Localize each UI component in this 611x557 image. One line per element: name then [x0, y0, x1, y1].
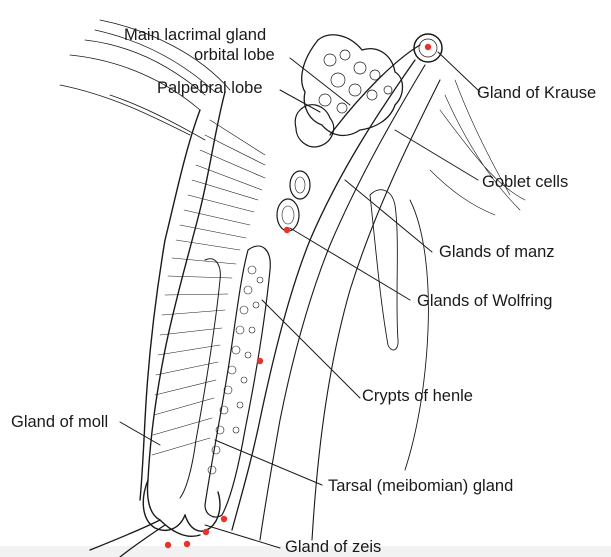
glands-of-wolfring-shape — [277, 171, 310, 231]
marker-dot — [165, 542, 171, 548]
label-glands-of-wolfring: Glands of Wolfring — [417, 292, 552, 311]
tarsal-gland-outline — [205, 246, 270, 517]
marker-dot — [184, 541, 190, 547]
marker-dot — [221, 516, 227, 522]
label-palpebral-lobe: Palpebral lobe — [157, 79, 263, 98]
label-goblet-cells: Goblet cells — [482, 173, 568, 192]
label-gland-of-krause: Gland of Krause — [477, 84, 596, 103]
marker-dots — [165, 44, 431, 548]
lacrimal-palpebral-lobe — [295, 105, 333, 147]
inner-structure — [370, 190, 398, 350]
label-tarsal-gland: Tarsal (meibomian) gland — [328, 477, 513, 496]
marker-dot — [284, 227, 290, 233]
label-orbital-lobe: orbital lobe — [194, 46, 275, 65]
eyelashes — [90, 520, 165, 557]
fornix-line — [330, 45, 420, 135]
label-main-lacrimal-gland: Main lacrimal gland — [124, 26, 266, 45]
conjunctiva-line-1 — [232, 60, 415, 530]
conjunctiva-line-2 — [260, 65, 425, 540]
marker-dot — [425, 44, 431, 50]
label-gland-of-moll: Gland of moll — [11, 413, 108, 432]
marker-dot — [257, 358, 263, 364]
marker-dot — [203, 529, 209, 535]
label-glands-of-manz: Glands of manz — [439, 243, 555, 262]
lid-margin — [143, 480, 220, 536]
skin-outline — [140, 110, 200, 500]
label-crypts-of-henle: Crypts of henle — [362, 387, 473, 406]
lens-outline — [405, 200, 428, 470]
label-gland-of-zeis: Gland of zeis — [285, 538, 381, 557]
